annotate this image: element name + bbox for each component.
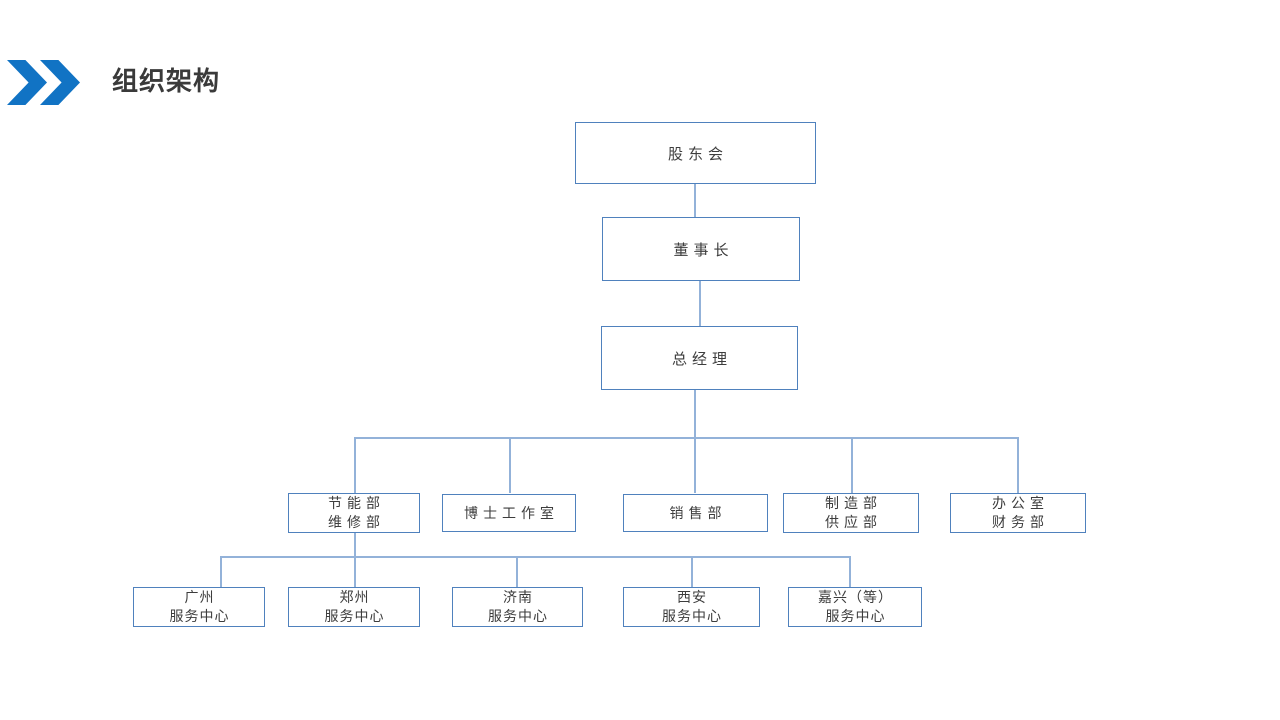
node-label: 制造部 <box>825 495 882 511</box>
node-label: 博士工作室 <box>464 504 559 521</box>
org-node-jinan-service-center: 济南 服务中心 <box>452 587 583 627</box>
connector-drop-guangzhou <box>220 556 222 587</box>
node-label: 济南 <box>503 589 533 605</box>
node-label: 服务中心 <box>662 608 722 624</box>
page-title: 组织架构 <box>112 66 221 96</box>
node-label: 服务中心 <box>169 608 230 624</box>
node-label: 郑州 <box>339 589 370 605</box>
org-node-guangzhou-service-center: 广州 服务中心 <box>133 587 265 627</box>
node-label: 董事长 <box>673 241 734 259</box>
connector-drop-manufacturing <box>851 437 853 493</box>
node-label: 服务中心 <box>825 608 886 624</box>
connector-chairman-gm <box>699 281 701 326</box>
node-label: 供应部 <box>825 514 882 530</box>
node-label: 办公室 <box>992 495 1049 511</box>
org-node-xian-service-center: 西安 服务中心 <box>623 587 760 627</box>
org-node-manufacturing-supply-dept: 制造部 供应部 <box>783 493 919 533</box>
node-label: 财务部 <box>992 514 1049 530</box>
node-label: 服务中心 <box>488 608 548 624</box>
node-label: 销售部 <box>669 504 727 521</box>
connector-level5-rail <box>220 556 849 558</box>
node-label: 服务中心 <box>324 608 385 624</box>
connector-drop-doctor-studio <box>509 437 511 493</box>
org-node-zhengzhou-service-center: 郑州 服务中心 <box>288 587 420 627</box>
node-label: 股东会 <box>667 145 728 163</box>
org-node-energy-maintenance-dept: 节能部 维修部 <box>288 493 420 533</box>
node-label: 节能部 <box>328 495 385 511</box>
node-label: 嘉兴（等） <box>818 589 893 605</box>
connector-drop-office <box>1017 437 1019 493</box>
node-label: 西安 <box>677 589 707 605</box>
org-node-office-finance-dept: 办公室 财务部 <box>950 493 1086 533</box>
connector-shareholders-chairman <box>694 184 696 218</box>
double-chevron-icon <box>7 60 87 105</box>
org-node-general-manager: 总经理 <box>601 326 798 390</box>
org-node-shareholders-meeting: 股东会 <box>575 122 816 184</box>
connector-drop-xian <box>691 556 693 587</box>
org-node-doctor-studio: 博士工作室 <box>442 494 576 532</box>
connector-drop-sales <box>694 437 696 493</box>
chevron-right-icon <box>7 60 47 105</box>
connector-energy-servicecenters <box>354 533 356 587</box>
connector-level4-rail <box>354 437 1019 439</box>
node-label: 维修部 <box>328 514 385 530</box>
node-label: 广州 <box>184 589 215 605</box>
connector-gm-drop <box>694 390 696 437</box>
connector-drop-jiaxing <box>849 556 851 587</box>
connector-drop-energy <box>354 437 356 493</box>
connector-drop-jinan <box>516 556 518 587</box>
node-label: 总经理 <box>671 350 732 368</box>
org-node-chairman: 董事长 <box>602 217 800 281</box>
org-node-sales-dept: 销售部 <box>623 494 768 532</box>
org-node-jiaxing-service-center: 嘉兴（等） 服务中心 <box>788 587 922 627</box>
